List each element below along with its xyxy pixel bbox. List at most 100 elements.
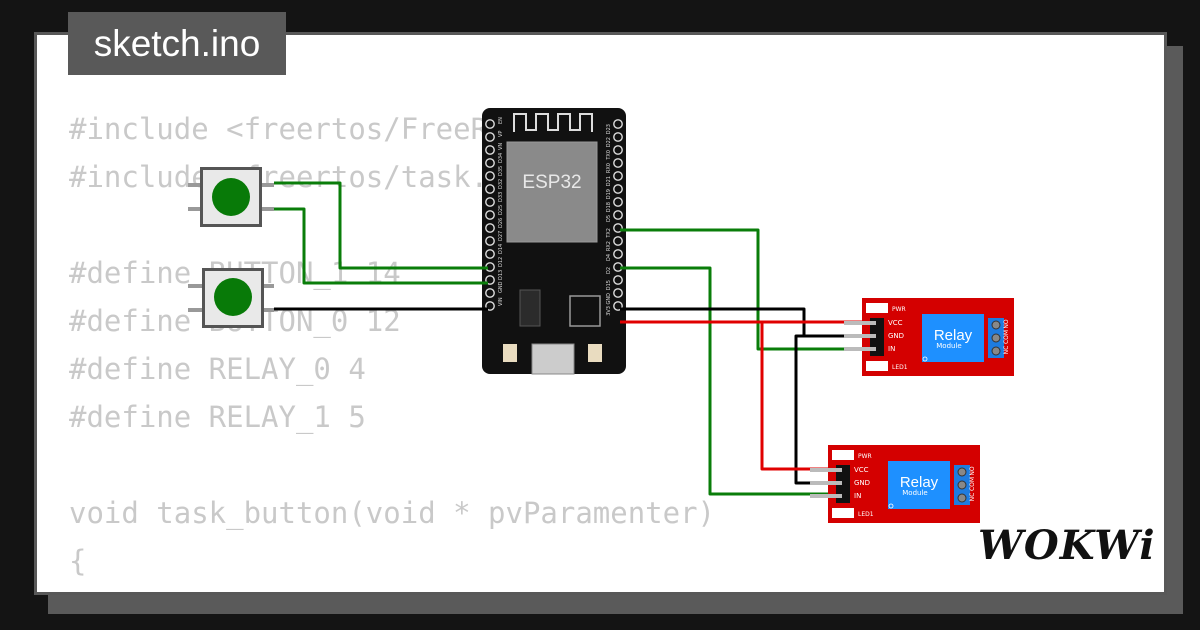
esp32-pin-label: D12 (498, 257, 504, 267)
antenna-trace (513, 113, 593, 132)
esp32-pin-d18[interactable] (613, 197, 623, 207)
wire-d4-relay0-in[interactable] (620, 228, 870, 351)
terminal-label: COM (1003, 330, 1010, 344)
esp32-pin-label: D25 (498, 205, 504, 215)
relay-pin-label: GND (888, 332, 904, 340)
relay-pin-header (836, 465, 850, 503)
terminal-com-screw[interactable] (991, 333, 1001, 343)
relay-coil (888, 461, 950, 509)
esp32-pin-label: D5 (606, 215, 612, 222)
terminal-com-screw[interactable] (957, 480, 967, 490)
wire-3v3-relay1[interactable] (760, 322, 836, 471)
esp32-pin-label: D19 (606, 189, 612, 199)
esp32-pin-label: D23 (606, 124, 612, 134)
wire-button1-d14[interactable] (274, 181, 488, 270)
esp32-pin-label: D34 (498, 153, 504, 163)
esp32-board[interactable]: ESP32 ENVPVND34D35D32D33D25D26D27D14D12D… (482, 108, 626, 375)
usb-uart-chip (569, 295, 601, 327)
status-led (832, 508, 854, 518)
esp32-pin-gnd[interactable] (485, 288, 495, 298)
en-button[interactable] (503, 344, 517, 362)
esp32-pin-label: EN (498, 117, 504, 124)
led-label: LED1 (858, 511, 874, 518)
pwr-label: PWR (858, 453, 872, 460)
wokwi-logo: WOKWi (978, 522, 1156, 569)
esp32-pin-d14[interactable] (485, 249, 495, 259)
esp32-pin-d22[interactable] (613, 132, 623, 142)
relay-pin-vcc[interactable] (810, 468, 842, 472)
terminal-no-screw[interactable] (991, 320, 1001, 330)
esp32-pin-label: GND (498, 281, 504, 293)
esp32-pin-label: D18 (606, 202, 612, 212)
esp32-pin-d35[interactable] (485, 171, 495, 181)
esp32-pin-vn[interactable] (485, 145, 495, 155)
esp32-pin-d32[interactable] (485, 184, 495, 194)
esp32-pin-label: TX0 (606, 150, 612, 161)
pwr-led (866, 303, 888, 313)
terminal-no-screw[interactable] (957, 467, 967, 477)
esp32-pin-d27[interactable] (485, 236, 495, 246)
relay-pin-in[interactable] (844, 347, 876, 351)
esp32-pin-vp[interactable] (485, 132, 495, 142)
esp32-pin-label: VN (498, 143, 504, 150)
esp32-pin-label: D27 (498, 231, 504, 241)
esp32-pin-label: GND (606, 293, 612, 305)
esp32-chip-label: ESP32 (522, 172, 581, 193)
voltage-regulator (519, 289, 541, 327)
relay-pin-in[interactable] (810, 494, 842, 498)
esp32-pin-rx2[interactable] (613, 236, 623, 246)
relay-pin-gnd[interactable] (810, 481, 842, 485)
sketch-filename-tag[interactable]: sketch.ino (68, 12, 286, 75)
esp32-pin-label: D2 (606, 267, 612, 274)
pushbutton-2[interactable] (188, 268, 274, 328)
esp32-pin-d26[interactable] (485, 223, 495, 233)
relay-pin-label: IN (888, 345, 895, 353)
esp32-pin-label: VP (498, 131, 504, 137)
esp32-pin-label: D21 (606, 176, 612, 186)
esp32-pin-label: D26 (498, 218, 504, 228)
esp32-pin-label: 3V3 (606, 306, 612, 316)
esp32-pin-d15[interactable] (613, 275, 623, 285)
terminal-label: NC (969, 493, 976, 502)
esp32-pin-d23[interactable] (613, 119, 623, 129)
terminal-nc-screw[interactable] (991, 346, 1001, 356)
terminal-nc-screw[interactable] (957, 493, 967, 503)
relay-sublabel: Module (936, 342, 961, 350)
wires (274, 181, 870, 496)
esp32-pin-label: VIN (498, 297, 504, 306)
esp32-pin-label: RX2 (606, 241, 612, 251)
relay-pin-label: VCC (854, 466, 869, 474)
pushbutton-1[interactable] (188, 167, 274, 227)
code-line: void task_button(void * pvParamenter) (69, 496, 716, 530)
esp32-pin-label: D14 (498, 244, 504, 254)
esp32-pin-label: D4 (606, 254, 612, 261)
esp32-pin-gnd[interactable] (613, 288, 623, 298)
terminal-label: NO (1003, 319, 1010, 328)
esp32-chip-shield (506, 141, 598, 243)
esp32-pin-d21[interactable] (613, 171, 623, 181)
wire-button2-d12[interactable] (274, 207, 488, 285)
relay-pin-vcc[interactable] (844, 321, 876, 325)
esp32-pin-label: D35 (498, 166, 504, 176)
relay-sublabel: Module (902, 489, 927, 497)
esp32-pin-d34[interactable] (485, 158, 495, 168)
esp32-pin-d5[interactable] (613, 210, 623, 220)
relay-label: Relay (934, 327, 973, 344)
terminal-label: NO (969, 466, 976, 475)
boot-button[interactable] (588, 344, 602, 362)
esp32-pin-d25[interactable] (485, 210, 495, 220)
relay-label: Relay (900, 474, 939, 491)
wire-d2-relay1-in[interactable] (620, 266, 836, 496)
relay-pin-gnd[interactable] (844, 334, 876, 338)
esp32-pin-label: D22 (606, 137, 612, 147)
esp32-pin-d19[interactable] (613, 184, 623, 194)
esp32-pin-d33[interactable] (485, 197, 495, 207)
esp32-pin-tx0[interactable] (613, 145, 623, 155)
esp32-pin-rx0[interactable] (613, 158, 623, 168)
esp32-pin-label: D15 (606, 280, 612, 290)
esp32-pin-label: D13 (498, 270, 504, 280)
esp32-pin-en[interactable] (485, 119, 495, 129)
esp32-pin-d4[interactable] (613, 249, 623, 259)
